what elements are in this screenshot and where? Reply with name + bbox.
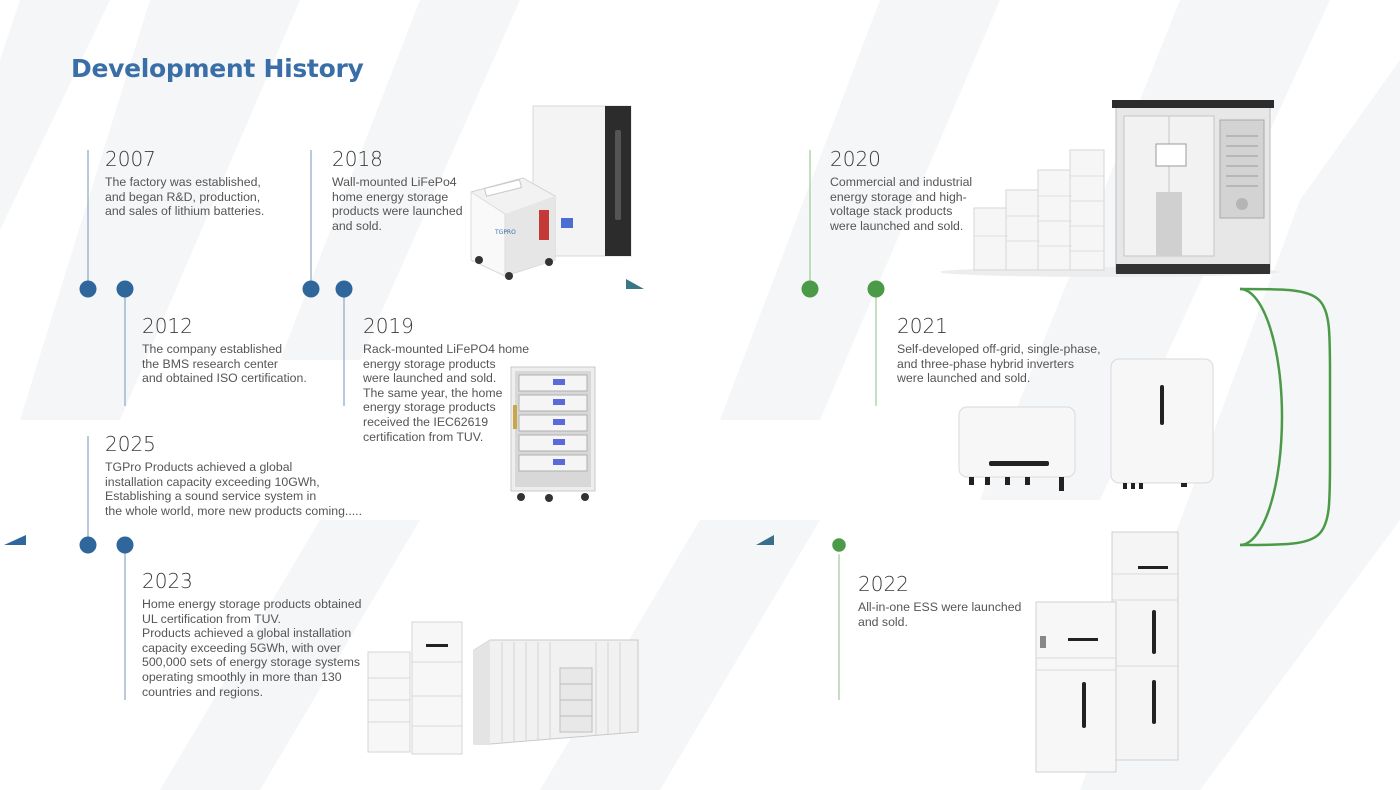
portable-brand: TGPRO xyxy=(494,229,516,236)
all-in-one-ess-icon xyxy=(1035,531,1179,773)
event-2021: 2021 Self-developed off-grid, single-pha… xyxy=(897,314,1100,386)
event-year: 2023 xyxy=(142,569,193,593)
rack-battery-icon xyxy=(510,366,596,502)
dot-2023 xyxy=(116,536,134,554)
dot-2007 xyxy=(79,280,97,298)
event-text: Wall-mounted LiFePo4 home energy storage… xyxy=(332,175,463,233)
arrow-left xyxy=(4,535,26,545)
timeline-curve xyxy=(1239,287,1284,547)
dot-2022 xyxy=(829,535,849,555)
dot-2021 xyxy=(867,280,885,298)
dot-2019 xyxy=(335,280,353,298)
event-2025: 2025 TGPro Products achieved a global in… xyxy=(105,432,362,518)
dot-2018 xyxy=(302,280,320,298)
event-2012: 2012 The company established the BMS res… xyxy=(142,314,307,386)
dot-2012 xyxy=(116,280,134,298)
event-text: All-in-one ESS were launched and sold. xyxy=(858,600,1022,629)
event-text: The company established the BMS research… xyxy=(142,342,307,386)
arrow-mid xyxy=(756,535,774,545)
event-year: 2007 xyxy=(105,147,156,171)
event-year: 2022 xyxy=(858,572,909,596)
event-2007: 2007 The factory was established, and be… xyxy=(105,147,264,219)
event-year: 2020 xyxy=(830,147,881,171)
wall-battery-icon: TGPRO xyxy=(470,105,632,280)
inverter-icon xyxy=(958,358,1214,491)
cabinet-ess-icon xyxy=(940,100,1280,277)
event-year: 2025 xyxy=(105,432,156,456)
dot-2020 xyxy=(801,280,819,298)
timeline-curve-right xyxy=(1239,287,1332,547)
event-year: 2012 xyxy=(142,314,193,338)
event-2022: 2022 All-in-one ESS were launched and so… xyxy=(858,572,1021,629)
event-2023: 2023 Home energy storage products obtain… xyxy=(142,569,361,699)
event-year: 2021 xyxy=(897,314,948,338)
stack-battery-icon xyxy=(973,149,1105,271)
dot-2025 xyxy=(79,536,97,554)
event-text: Home energy storage products obtained UL… xyxy=(142,597,362,699)
event-text: TGPro Products achieved a global install… xyxy=(105,460,362,518)
event-text: Commercial and industrial energy storage… xyxy=(830,175,973,233)
container-ess-icon xyxy=(367,621,639,755)
arrow-top xyxy=(626,279,644,289)
event-text: Rack-mounted LiFePO4 home energy storage… xyxy=(363,342,530,444)
event-year: 2018 xyxy=(332,147,383,171)
event-2020: 2020 Commercial and industrial energy st… xyxy=(830,147,972,233)
event-text: The factory was established, and began R… xyxy=(105,175,265,219)
event-text: Self-developed off-grid, single-phase, a… xyxy=(897,342,1101,386)
stack-battery-icon xyxy=(367,621,463,755)
event-year: 2019 xyxy=(363,314,414,338)
page-title: Development History xyxy=(71,54,364,83)
event-2018: 2018 Wall-mounted LiFePo4 home energy st… xyxy=(332,147,463,233)
event-2019: 2019 Rack-mounted LiFePO4 home energy st… xyxy=(363,314,529,444)
